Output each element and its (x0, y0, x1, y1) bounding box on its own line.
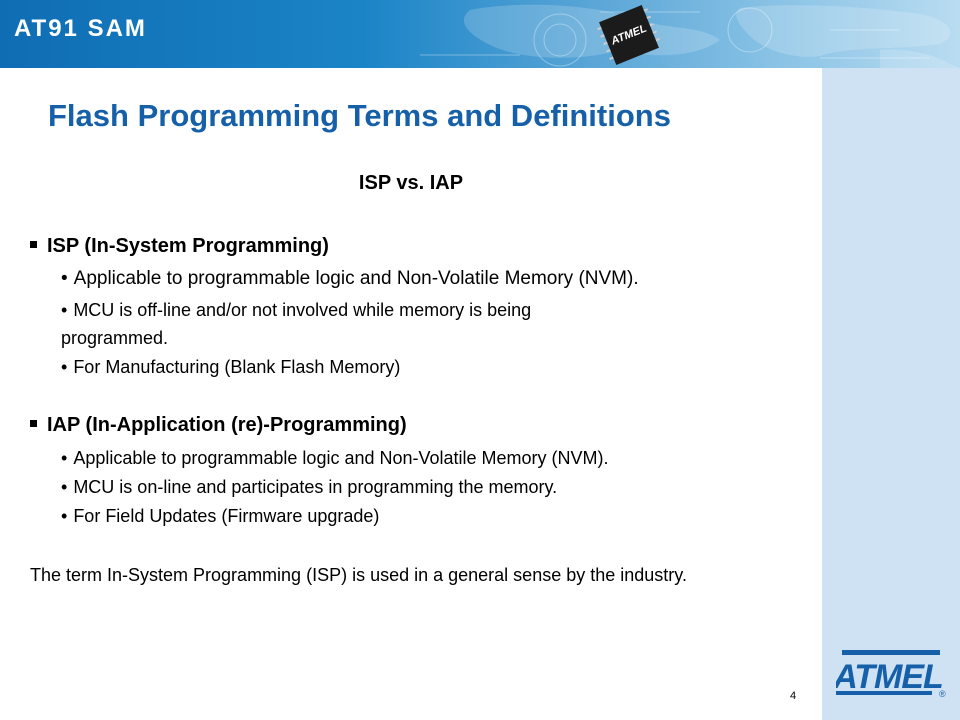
atmel-logo-text: ATMEL (836, 658, 943, 696)
bullet-text: For Manufacturing (Blank Flash Memory) (73, 357, 401, 377)
header-banner: ATMEL AT91 SAM (0, 0, 960, 68)
atmel-logo: ATMEL ® (836, 650, 946, 699)
chip-icon: ATMEL (597, 5, 661, 65)
square-bullet-icon (30, 420, 37, 428)
bullet-item: •For Manufacturing (Blank Flash Memory) (61, 357, 401, 377)
square-bullet-icon (30, 241, 37, 249)
bullet-text: MCU is on-line and participates in progr… (73, 477, 558, 497)
bullet-text: Applicable to programmable logic and Non… (73, 448, 609, 468)
bullet-item: •Applicable to programmable logic and No… (61, 268, 639, 289)
section-heading-iap: IAP (In-Application (re)-Programming) (30, 414, 407, 437)
bullet-item: •MCU is off-line and/or not involved whi… (61, 300, 532, 320)
bullet-continuation: programmed. (61, 328, 169, 348)
registered-mark: ® (939, 689, 946, 699)
section-heading-text: IAP (In-Application (re)-Programming) (47, 414, 407, 436)
footer-paragraph: The term In-System Programming (ISP) is … (30, 565, 687, 585)
page-number: 4 (790, 690, 797, 702)
brand-name: AT91 SAM (14, 15, 147, 42)
bullet-text: MCU is off-line and/or not involved whil… (73, 300, 532, 320)
world-map-graphic: ATMEL (420, 4, 960, 68)
slide-subtitle: ISP vs. IAP (358, 172, 464, 194)
section-heading-text: ISP (In-System Programming) (47, 235, 329, 257)
right-sidebar-band (822, 68, 960, 720)
bullet-text: Applicable to programmable logic and Non… (73, 268, 639, 289)
bullet-item: •MCU is on-line and participates in prog… (61, 477, 558, 497)
bullet-item: •Applicable to programmable logic and No… (61, 448, 609, 468)
bullet-text: For Field Updates (Firmware upgrade) (73, 506, 380, 526)
slide-title: Flash Programming Terms and Definitions (48, 98, 671, 133)
section-heading-isp: ISP (In-System Programming) (30, 235, 329, 258)
bullet-item: •For Field Updates (Firmware upgrade) (61, 506, 380, 526)
